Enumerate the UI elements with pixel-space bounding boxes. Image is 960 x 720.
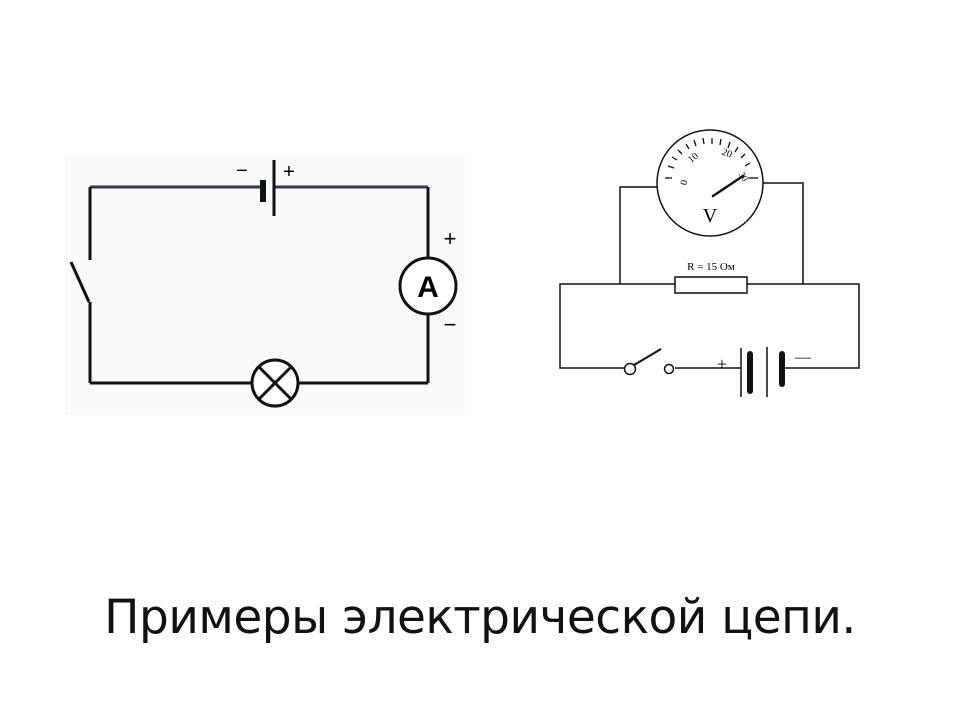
battery-1: − + <box>236 160 295 216</box>
battery-1-minus: − <box>236 160 248 182</box>
dial-label-0: 0 <box>679 179 691 186</box>
ammeter-plus: + <box>444 226 457 251</box>
dial-ticks <box>665 137 758 179</box>
voltmeter-needle <box>711 174 745 198</box>
battery-2-plus: + <box>717 354 727 374</box>
voltmeter-wire-left <box>619 186 657 284</box>
battery-2-minus: — <box>794 349 812 366</box>
lamp-icon <box>250 358 300 408</box>
resistor: R = 15 Ом <box>674 261 748 294</box>
dial-label-20: 20 <box>720 147 733 161</box>
slide-title: Примеры электрической цепи. <box>104 590 856 645</box>
ammeter: A + − <box>398 226 458 337</box>
battery-1-plus: + <box>283 161 295 183</box>
voltmeter-label: V <box>703 205 718 227</box>
switch-2 <box>623 348 675 376</box>
wire-right <box>747 283 860 369</box>
circuit-2: 0 10 20 30 V R = 15 Ом + — <box>559 129 860 397</box>
resistor-label: R = 15 Ом <box>687 261 735 273</box>
circuit-1: − + A + − <box>65 155 465 415</box>
ammeter-label: A <box>417 271 439 304</box>
voltmeter: 0 10 20 30 V <box>656 129 764 237</box>
ammeter-minus: − <box>444 312 457 337</box>
wire-left <box>559 283 675 369</box>
switch-1-blade <box>69 261 91 303</box>
voltmeter-wire-right <box>763 182 804 284</box>
battery-2: + — <box>717 347 812 397</box>
